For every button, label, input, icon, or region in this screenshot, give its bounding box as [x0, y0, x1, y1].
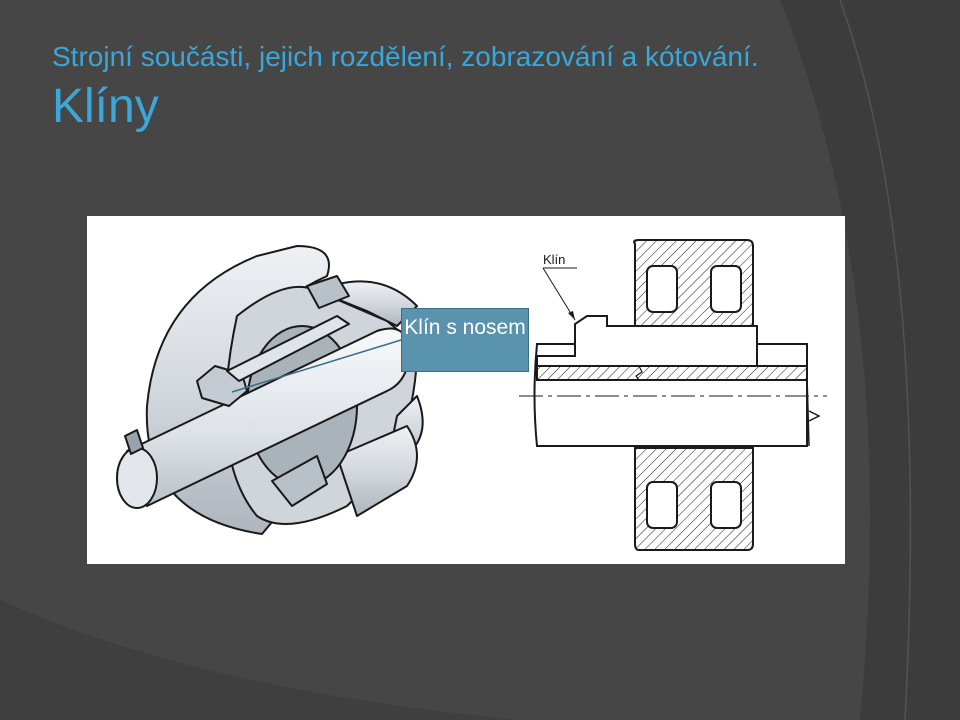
key-drawing-figure: Klín — [87, 216, 845, 564]
section-key-label: Klín — [543, 252, 565, 267]
section-key-arrowhead — [568, 311, 575, 320]
slide-title: Strojní součásti, jejich rozdělení, zobr… — [52, 40, 932, 136]
callout-gib-head-key: Klín s nosem — [401, 308, 529, 372]
slide-title-line1: Strojní součásti, jejich rozdělení, zobr… — [52, 41, 759, 72]
section-view — [533, 239, 821, 551]
callout-leader-line — [231, 339, 402, 393]
slide-title-line2: Klíny — [52, 80, 159, 133]
section-key-arrow — [542, 267, 576, 321]
key-drawing: Klín — [116, 239, 827, 551]
isometric-hub-view — [116, 245, 424, 535]
